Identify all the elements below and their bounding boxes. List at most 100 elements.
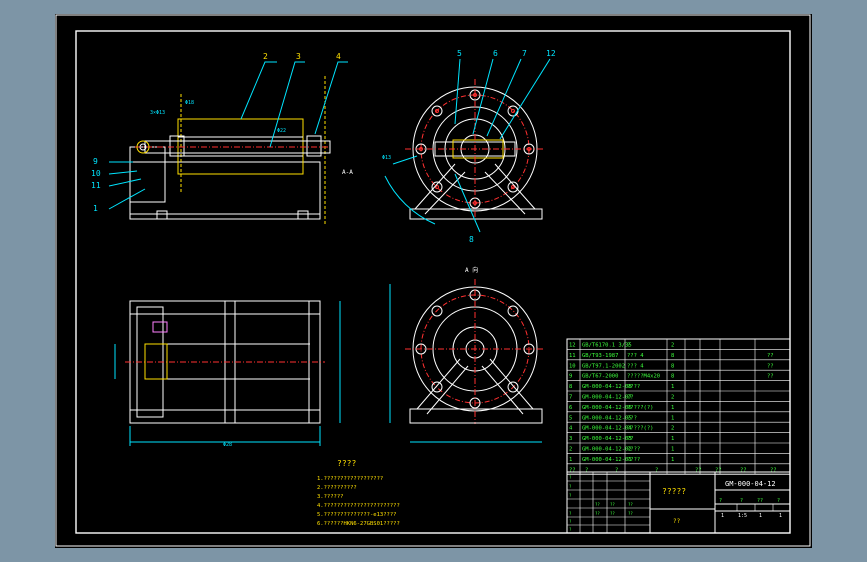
bom-header-cell: ?? [695,467,702,473]
cad-viewport[interactable]: 3×Φ13 Φ18 Φ22 2 3 4 9 10 11 1 A-A [55,14,812,548]
balloon-7: 7 [522,49,527,58]
bom-cell-name: ??? 4 [627,363,644,369]
notes-title: ???? [337,459,356,468]
base-frame-front [129,161,321,220]
cad-drawing: 3×Φ13 Φ18 Φ22 2 3 4 9 10 11 1 A-A [55,14,811,547]
bom-header-cell: ?? [715,467,722,473]
bom-cell-code: GB/T97.1-2002 [582,363,625,369]
company-name: ?? [673,518,681,525]
bom-cell-qty: 1 [671,436,674,442]
tb-label: ? [719,498,722,504]
bom-cell-code: GM-000-04-12-01 [582,457,632,463]
sig-label: ? [569,484,572,489]
bom-cell-code: GM-000-04-12-02 [582,447,632,453]
note-line: 3.?????? [317,494,344,500]
sig-label: ? [569,527,572,532]
dim-label: Φ18 [185,100,194,106]
support-base [409,208,543,220]
sig-label: ? [569,493,572,498]
mini-label: ?? [595,502,600,507]
bom-cell-no: 4 [569,426,573,432]
bom-cell-no: 10 [569,363,576,369]
bom-cell-code: GB/T6170.1 3/35 [582,343,632,349]
dim-label: Φ22 [277,128,286,134]
balloon-3: 3 [296,52,301,61]
bom-cell-no: 3 [569,436,572,442]
note-line: 5.??????????????-e13???? [317,512,396,518]
bom-cell-no: 9 [569,374,572,380]
bom-cell-no: 7 [569,395,572,401]
tb-value: 1 [721,513,724,519]
mini-label: ?? [628,511,633,516]
bom-cell-name: ? [627,343,630,349]
dim-label: 3×Φ13 [150,110,165,116]
bom-cell-code: GM-000-04-12-08 [582,384,632,390]
bom-cell-code: GB/T93-1987 [582,353,618,359]
balloon-8: 8 [469,235,474,244]
front-section-view: 3×Φ13 Φ18 Φ22 [108,61,348,224]
bom-cell-no: 2 [569,447,572,453]
balloon-10: 10 [91,169,101,178]
mini-label: ?? [628,502,633,507]
note-line: 6.??????HKN6-27GBS01????? [317,521,400,527]
bom-cell-name: ?????M4x20 [627,374,660,380]
balloon-12: 12 [546,49,556,58]
bom-header-cell: ? [585,467,588,473]
bom-cell-name: ??? 4 [627,353,644,359]
bom-cell-qty: 1 [671,457,674,463]
dim-label: Φ13 [382,155,391,161]
balloon-6: 6 [493,49,498,58]
bom-cell-no: 11 [569,353,576,359]
balloon-1: 1 [93,204,98,213]
bom-cell-code: GB/T67-2000 [582,374,618,380]
bom-cell-name: ?????(?) [627,405,654,411]
title-block [566,471,791,534]
tb-value: 1 [759,513,762,519]
section-label: A-A [342,169,353,176]
bom-header-cell: ?? [770,467,777,473]
sig-label: ? [569,475,572,480]
tb-label: ? [777,498,780,504]
side-view-bottom [389,279,545,443]
bom-cell-qty: 8 [671,353,674,359]
bom-cell-name: ???? [627,457,640,463]
bom-header-cell: ? [615,467,618,473]
tb-label: ? [740,498,743,504]
mini-label: ?? [595,511,600,516]
mini-label: ?? [610,502,615,507]
bom-cell-qty: 1 [671,415,674,421]
bom-cell-name: ?????(?) [627,426,654,432]
dim-label: Φ28 [223,442,232,448]
tb-value: 1 [779,513,782,519]
bom-header-cell: ? [655,467,658,473]
bom-cell-code: GM-000-04-12-07 [582,395,632,401]
mini-label: ?? [610,511,615,516]
bom-cell-no: 5 [569,415,572,421]
bom-header-cell: ?? [569,467,576,473]
pedestal [129,146,166,203]
bom-cell-qty: 1 [671,384,674,390]
bom-cell-code: GM-000-04-12-05 [582,415,632,421]
bom-header-cell: ?? [740,467,747,473]
title-block-signatures: ? ? ? ? ? ? ?? ?? ?? ?? ?? ?? [569,475,633,532]
bom-cell-remark: ?? [767,374,774,380]
balloon-9: 9 [93,157,98,166]
bom-cell-qty: 8 [671,363,674,369]
balloon-4: 4 [336,52,341,61]
bom-cell-qty: 1 [671,447,674,453]
bom-cell-code: GM-000-04-12-04 [582,426,632,432]
bom-cell-qty: 2 [671,395,674,401]
technical-notes: ???? 1.?????????????????? 2.?????????? 3… [317,459,400,527]
bom-cell-name: ??? [627,415,637,421]
bom-cell-qty: 2 [671,343,674,349]
balloon-2: 2 [263,52,268,61]
balloon-5: 5 [457,49,462,58]
bom-cell-remark: ?? [767,363,774,369]
bom-cell-code: GM-000-04-12-03 [582,436,632,442]
bom-cell-name: ???? [627,447,640,453]
bom-cell-qty: 8 [671,374,674,380]
note-line: 1.?????????????????? [317,476,383,482]
bom-cell-no: 8 [569,384,572,390]
bom-cell-no: 6 [569,405,572,411]
